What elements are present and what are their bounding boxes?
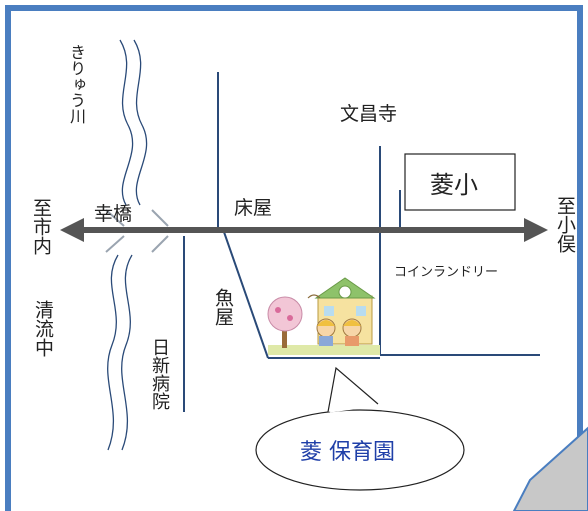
bridge-marks	[105, 209, 169, 253]
callout-bubble	[255, 366, 465, 491]
to-omata-label: 至小俣	[554, 196, 576, 253]
roads	[183, 72, 540, 412]
school-box	[404, 153, 516, 211]
river	[107, 39, 148, 451]
seiryu-chu-label: 清流中	[32, 300, 54, 357]
callout-label: 菱 保育園	[300, 440, 395, 465]
saiwaibashi-label: 幸橋	[94, 203, 132, 225]
uoya-label: 魚屋	[212, 288, 234, 326]
pointer-triangle-icon	[512, 426, 588, 511]
ryosho-label: 菱小	[430, 171, 478, 199]
tokoya-label: 床屋	[234, 197, 272, 219]
bunshoji-label: 文昌寺	[340, 103, 397, 125]
map-frame	[5, 5, 583, 511]
to-shinai-label: 至市内	[30, 198, 52, 255]
river-label: きりゅう川	[67, 44, 86, 124]
coin-laundry-label: コインランドリー	[394, 265, 498, 280]
nisshin-hospital-label: 日新病院	[149, 338, 170, 410]
kindergarten-children-icon	[267, 277, 380, 355]
main-road-arrow	[60, 218, 548, 242]
